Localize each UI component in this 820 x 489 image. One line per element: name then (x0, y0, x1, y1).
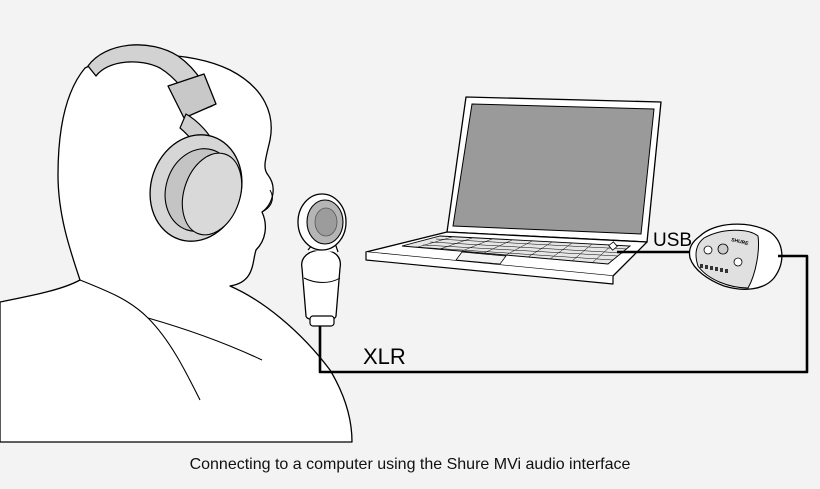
usb-label: USB (653, 230, 692, 251)
mic-band (303, 277, 341, 283)
xlr-cable (318, 254, 809, 374)
interface-button-left (703, 245, 713, 255)
interface-knob (717, 243, 729, 255)
interface-button-right (733, 257, 743, 267)
xlr-label: XLR (363, 344, 406, 369)
laptop-base-edge (365, 252, 614, 285)
laptop-trackpad (455, 251, 507, 265)
microphone-icon (297, 193, 347, 327)
laptop-usb-port (608, 241, 618, 251)
audio-interface-icon: SHURE (688, 223, 783, 290)
laptop-screen (452, 103, 655, 235)
mic-connector (309, 315, 335, 327)
mic-grille-center (314, 207, 338, 237)
person-figure (0, 54, 353, 443)
interface-brand-label: SHURE (731, 237, 750, 247)
person-body (0, 54, 353, 443)
cable-icon (318, 250, 809, 374)
headband-slider (167, 73, 217, 119)
interface-led-meter (700, 264, 728, 273)
shirt-collar-right (147, 317, 263, 361)
headphones-icon (87, 44, 243, 242)
interface-panel (695, 229, 759, 289)
ear-detail (261, 189, 273, 213)
laptop-icon (365, 96, 662, 285)
keyboard-keys (415, 236, 628, 264)
mic-body (301, 249, 342, 322)
figure-caption: Connecting to a computer using the Shure… (189, 456, 631, 473)
earcup-pad (181, 152, 243, 236)
